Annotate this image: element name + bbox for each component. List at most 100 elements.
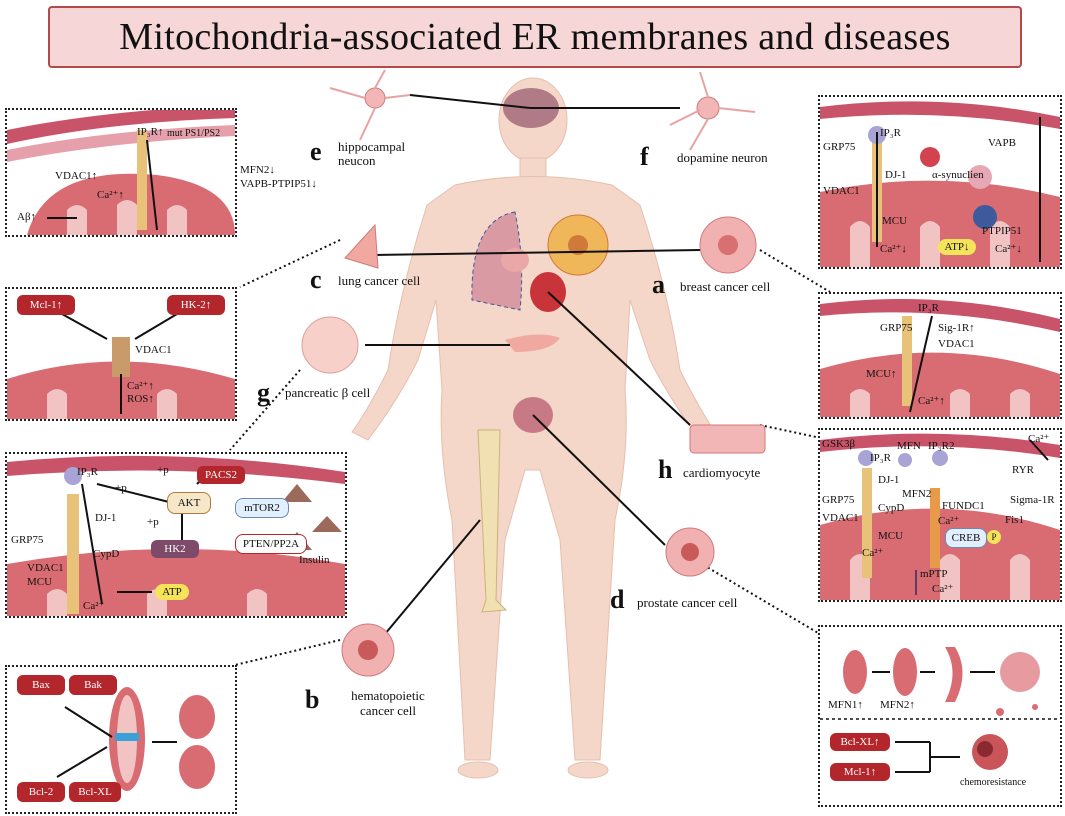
h-ip3r: IP₃R (870, 452, 891, 464)
g-mcu: MCU (27, 576, 53, 588)
title-banner: Mitochondria-associated ER membranes and… (48, 6, 1022, 68)
h-mfn2: MFN2 (902, 488, 932, 500)
caption-dopamine: dopamine neuron (677, 150, 768, 165)
a-ip3r: IP₃R (918, 302, 939, 314)
f-grp75: GRP75 (823, 141, 856, 153)
caption-hematopoietic: hematopoietic cancer cell (351, 688, 425, 718)
e-mut: mut PS1/PS2 (167, 128, 221, 139)
panel-f: IP₃R GRP75 VDAC1 DJ-1 α-synuclien VAPB M… (818, 95, 1062, 269)
c-ca: Ca²⁺↑ (127, 380, 154, 392)
g-akt: AKT (167, 492, 211, 514)
h-vdac: VDAC1 (822, 512, 859, 524)
b-bcl2: Bcl-2 (17, 782, 65, 802)
e-mfn2-out: MFN2↓ (240, 164, 275, 176)
label-a: a (652, 270, 665, 299)
a-grp75: GRP75 (880, 322, 913, 334)
h-mptp: mPTP (920, 568, 948, 580)
d-bclxl: Bcl-XL↑ (830, 733, 890, 751)
b-bax: Bax (17, 675, 65, 695)
h-ca4: Ca²⁺ (932, 583, 954, 595)
h-ca2: Ca²⁺ (938, 515, 960, 527)
g-ca: Ca²⁺ (83, 600, 105, 612)
h-fundc1: FUNDC1 (942, 500, 985, 512)
label-d: d (610, 585, 625, 614)
dopamine-neuron-icon (669, 71, 756, 151)
c-vdac: VDAC1 (135, 344, 172, 356)
c-hk2: HK-2↑ (167, 295, 225, 315)
caption-prostate: prostate cancer cell (637, 595, 738, 610)
h-ca: Ca²⁺ (862, 547, 884, 559)
e-ab: Aβ↑ (17, 211, 37, 223)
a-vdac: VDAC1 (938, 338, 975, 350)
page-title: Mitochondria-associated ER membranes and… (119, 16, 951, 58)
g-vdac: VDAC1 (27, 562, 64, 574)
a-sig: Sig-1R↑ (938, 322, 975, 334)
h-ca3: Ca²⁺ (1028, 433, 1050, 445)
cardiomyocyte-icon (689, 424, 766, 454)
g-hk2: HK2 (151, 540, 199, 558)
g-insulin: Insulin (299, 554, 330, 566)
b-bak: Bak (69, 675, 117, 695)
panel-g: IP₃R +p +p +p PACS2 AKT mTOR2 DJ-1 GRP75… (5, 452, 347, 618)
a-mcu: MCU↑ (866, 368, 897, 380)
pancreatic-cell-icon (301, 316, 359, 374)
c-ros: ROS↑ (127, 393, 154, 405)
e-vdac: VDAC1↑ (55, 170, 98, 182)
h-ryr: RYR (1012, 464, 1035, 476)
f-ca-right: Ca²⁺↓ (995, 243, 1022, 255)
label-e: e (310, 137, 322, 166)
h-sigma: Sigma-1R (1010, 494, 1055, 506)
h-gsk: GSK3β (822, 438, 856, 450)
g-p1: +p (115, 482, 127, 494)
e-ca: Ca²⁺↑ (97, 189, 124, 201)
h-fis1: Fis1 (1005, 514, 1024, 526)
f-ca-left: Ca²⁺↓ (880, 243, 907, 255)
h-p: P (987, 530, 1001, 544)
panel-h: GSK3β IP₃R GRP75 DJ-1 VDAC1 CypD MCU Ca²… (818, 428, 1062, 602)
g-grp75: GRP75 (11, 534, 44, 546)
b-bclxl: Bcl-XL (69, 782, 121, 802)
caption-breast: breast cancer cell (680, 279, 771, 294)
h-grp75: GRP75 (822, 494, 855, 506)
g-dj1: DJ-1 (95, 512, 117, 524)
panel-d: MFN1↑ MFN2↑ Bcl-XL↑ Mcl-1↑ chemoresistan… (818, 625, 1062, 807)
a-ca: Ca²⁺↑ (918, 395, 945, 407)
g-atp: ATP (155, 584, 189, 600)
g-pacs2: PACS2 (197, 466, 245, 484)
panel-b: Bax Bak Bcl-2 Bcl-XL (5, 665, 237, 814)
f-syn: α-synuclien (932, 169, 984, 181)
g-cypd: CypD (93, 548, 120, 560)
f-vapb: VAPB (988, 137, 1016, 149)
f-atp: ATP↓ (938, 239, 976, 255)
h-ip3r2: IP₃R2 (928, 440, 955, 452)
e-vapb-out: VAPB-PTPIP51↓ (240, 178, 317, 190)
caption-cardiomyocyte: cardiomyocyte (683, 465, 761, 480)
h-dj1: DJ-1 (878, 474, 900, 486)
g-ip3r: IP₃R (77, 466, 98, 478)
g-mtor: mTOR2 (235, 498, 289, 518)
caption-lung: lung cancer cell (338, 273, 421, 288)
label-g: g (257, 378, 270, 407)
lung-cancer-cell-icon (344, 223, 379, 269)
f-mcu: MCU (882, 215, 908, 227)
g-p2: +p (157, 464, 169, 476)
caption-pancreatic: pancreatic β cell (285, 385, 371, 400)
panel-c: Mcl-1↑ HK-2↑ VDAC1 Ca²⁺↑ ROS↑ (5, 287, 237, 421)
panel-e: IP₃R↑ mut PS1/PS2 VDAC1↑ MFN2↓ VAPB-PTPI… (5, 108, 237, 237)
h-mcu: MCU (878, 530, 904, 542)
label-b: b (305, 685, 320, 714)
e-ip3r: IP₃R↑ (137, 126, 164, 138)
c-mcl: Mcl-1↑ (17, 295, 75, 315)
d-mfn1: MFN1↑ (828, 699, 863, 711)
panel-a: IP₃R GRP75 Sig-1R↑ VDAC1 MCU↑ Ca²⁺↑ (818, 292, 1062, 419)
g-pten: PTEN/PP2A (235, 534, 307, 554)
g-p3: +p (147, 516, 159, 528)
f-dj1: DJ-1 (885, 169, 907, 181)
f-vdac: VDAC1 (823, 185, 860, 197)
f-ptpip: PTPIP51 (982, 225, 1022, 237)
h-cypd: CypD (878, 502, 905, 514)
h-creb: CREB (945, 528, 987, 548)
label-h: h (658, 455, 673, 484)
label-f: f (640, 142, 649, 171)
